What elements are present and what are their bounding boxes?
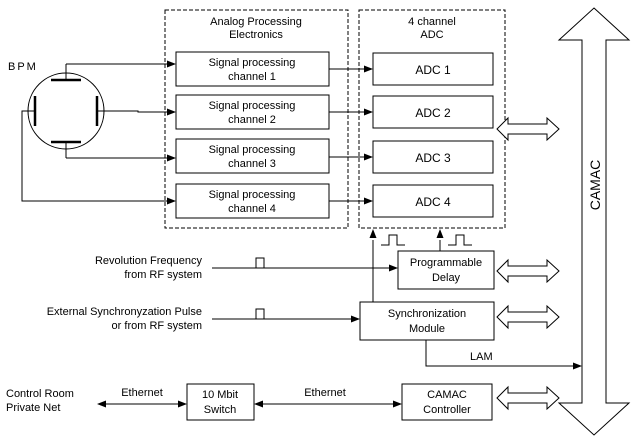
signal-channel-4-line2: channel 4 xyxy=(228,203,276,215)
revolution-input-signal xyxy=(212,257,398,272)
channel-to-adc-arrows xyxy=(329,65,373,205)
control-room-line1: Control Room xyxy=(6,388,74,400)
adc-2-label: ADC 2 xyxy=(415,106,451,120)
bpm-symbol xyxy=(27,64,105,158)
adc-2 xyxy=(372,95,494,129)
adc-4 xyxy=(372,184,494,218)
signal-channel-1-line2: channel 1 xyxy=(228,71,276,83)
signal-channel-1 xyxy=(175,51,330,87)
revolution-input-line1: Revolution Frequency xyxy=(95,255,203,267)
sync-line2: Module xyxy=(409,323,445,335)
sync-line1: Synchronization xyxy=(388,308,466,320)
external-input-line1: External Synchronyzation Pulse xyxy=(47,306,202,318)
lam-line xyxy=(425,340,582,370)
switch-line1: 10 Mbit xyxy=(202,389,238,401)
bus-connector-delay xyxy=(496,258,560,284)
analog-group-title-line2: Electronics xyxy=(229,29,283,41)
delay-line1: Programmable xyxy=(410,257,482,269)
signal-channel-1-line1: Signal processing xyxy=(209,57,296,69)
bus-connector-sync xyxy=(496,304,560,330)
camac-controller xyxy=(401,383,493,421)
programmable-delay xyxy=(397,250,495,290)
adc-group-title-line2: ADC xyxy=(420,29,443,41)
bus-connector-adc xyxy=(496,116,560,142)
ethernet-link-left xyxy=(97,400,187,408)
adc-3-label: ADC 3 xyxy=(415,151,451,165)
ethernet-switch xyxy=(186,383,255,421)
signal-channel-2-line2: channel 2 xyxy=(228,114,276,126)
ethernet-label-right: Ethernet xyxy=(304,387,346,399)
analog-group-title-line1: Analog Processing xyxy=(210,16,302,28)
analog-processing-group xyxy=(164,9,349,229)
revolution-input-line2: from RF system xyxy=(124,269,202,281)
controller-line2: Controller xyxy=(423,404,471,416)
camac-bus xyxy=(557,7,631,436)
bus-connector-controller xyxy=(496,385,560,411)
adc-1-label: ADC 1 xyxy=(415,63,451,77)
camac-bus-label: CAMAC xyxy=(587,160,603,211)
lam-label: LAM xyxy=(470,351,493,363)
external-input-line2: or from RF system xyxy=(112,320,202,332)
ethernet-link-right xyxy=(254,400,402,408)
control-room-line2: Private Net xyxy=(6,402,60,414)
adc-4-label: ADC 4 xyxy=(415,195,451,209)
delay-line2: Delay xyxy=(432,272,461,284)
ethernet-label-left: Ethernet xyxy=(121,387,163,399)
external-input-signal xyxy=(212,308,360,323)
adc-group-title-line1: 4 channel xyxy=(408,16,456,28)
adc-3 xyxy=(372,140,494,174)
bpm-to-channel-wires xyxy=(21,60,176,205)
controller-line1: CAMAC xyxy=(427,389,467,401)
switch-line2: Switch xyxy=(204,404,236,416)
signal-channel-4-line1: Signal processing xyxy=(209,189,296,201)
trigger-wires xyxy=(369,229,472,302)
signal-channel-2-line1: Signal processing xyxy=(209,100,296,112)
adc-group xyxy=(358,9,506,229)
bpm-label: BPM xyxy=(8,61,38,73)
signal-channel-3 xyxy=(175,138,330,174)
signal-channel-3-line1: Signal processing xyxy=(209,144,296,156)
synchronization-module xyxy=(359,301,495,341)
signal-channel-3-line2: channel 3 xyxy=(228,158,276,170)
signal-channel-2 xyxy=(175,94,330,130)
